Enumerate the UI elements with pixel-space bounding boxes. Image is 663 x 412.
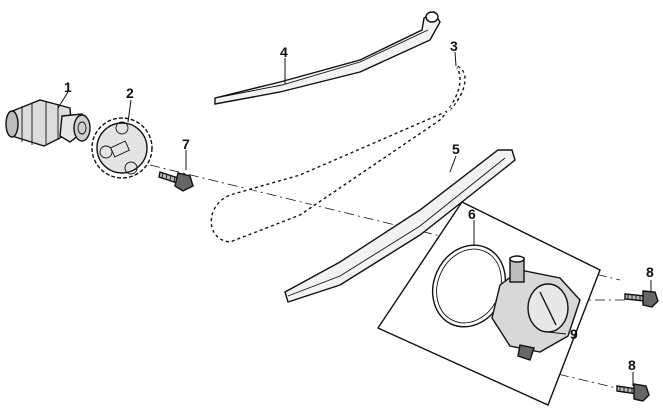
callout-2: 2 xyxy=(126,85,134,101)
sprocket-icon xyxy=(91,117,153,179)
callout-5: 5 xyxy=(452,141,460,157)
callout-7: 7 xyxy=(182,136,190,152)
tensioner-icon xyxy=(491,255,581,361)
leader-lines xyxy=(57,51,652,386)
tensioner-slipper-icon xyxy=(284,149,516,303)
callout-3: 3 xyxy=(450,38,458,54)
callout-6: 6 xyxy=(468,206,476,222)
callout-labels: 1 2 3 4 5 6 7 8 9 8 xyxy=(64,38,654,373)
callout-8: 8 xyxy=(646,264,654,280)
tensioner-panel xyxy=(376,201,601,406)
callout-8-lower: 8 xyxy=(628,357,636,373)
chain-icon xyxy=(209,60,467,245)
bolt-icon xyxy=(616,383,650,402)
bolt-icon xyxy=(624,290,659,308)
callout-4: 4 xyxy=(280,44,288,60)
callout-1: 1 xyxy=(64,79,72,95)
camshaft-icon xyxy=(5,99,91,147)
callout-9: 9 xyxy=(570,326,578,342)
chain-guide-icon xyxy=(214,11,441,105)
bolt-icon xyxy=(158,171,194,192)
